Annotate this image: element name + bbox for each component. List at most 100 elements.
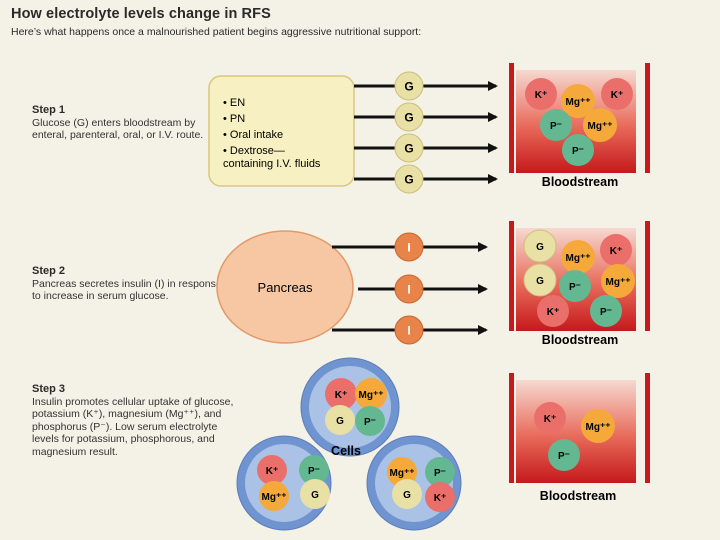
svg-text:P⁻: P⁻	[308, 466, 320, 477]
step-1-text: Step 1 Glucose (G) enters bloodstream by…	[32, 104, 232, 142]
potassium-ion: K⁺	[257, 455, 287, 485]
step-3-heading: Step 3	[32, 383, 66, 395]
phosphorus-ion: P⁻	[425, 457, 455, 487]
potassium-ion: K⁺	[325, 378, 357, 410]
svg-text:K⁺: K⁺	[611, 90, 624, 101]
svg-text:K⁺: K⁺	[266, 466, 279, 477]
page-title: How electrolyte levels change in RFS	[11, 6, 271, 22]
pancreas	[216, 230, 354, 344]
svg-text:G: G	[404, 80, 413, 94]
source-pn: • PN	[223, 113, 245, 125]
svg-text:G: G	[536, 242, 544, 253]
cell: K⁺ Mg⁺⁺ G P⁻	[300, 357, 400, 457]
svg-text:P⁻: P⁻	[434, 468, 446, 479]
svg-text:Mg⁺⁺: Mg⁺⁺	[390, 468, 415, 479]
step-1-heading: Step 1	[32, 104, 66, 116]
svg-text:I: I	[407, 283, 410, 297]
insulin-molecule: I	[394, 274, 424, 304]
magnesium-ion: Mg⁺⁺	[581, 409, 615, 443]
glucose-arrows	[354, 81, 498, 184]
potassium-ion: K⁺	[601, 78, 633, 110]
bloodstream-label: Bloodstream	[540, 489, 616, 503]
svg-text:G: G	[336, 416, 344, 427]
potassium-ion: K⁺	[534, 402, 566, 434]
bloodstream-label: Bloodstream	[542, 333, 618, 347]
insulin-molecule: I	[394, 315, 424, 345]
source-dextrose: • Dextrose—	[223, 145, 285, 157]
step-2-heading: Step 2	[32, 265, 66, 277]
magnesium-ion: Mg⁺⁺	[583, 108, 617, 142]
step-2-text: Step 2 Pancreas secretes insulin (I) in …	[32, 265, 232, 303]
potassium-ion: K⁺	[425, 482, 455, 512]
svg-text:G: G	[311, 490, 319, 501]
potassium-ion: K⁺	[525, 78, 557, 110]
svg-text:P⁻: P⁻	[364, 417, 376, 428]
svg-text:G: G	[404, 173, 413, 187]
svg-text:P⁻: P⁻	[572, 146, 584, 157]
svg-text:Mg⁺⁺: Mg⁺⁺	[359, 390, 384, 401]
glucose-molecule: G	[394, 133, 424, 163]
svg-text:Mg⁺⁺: Mg⁺⁺	[566, 253, 591, 264]
vessel-wall	[645, 373, 650, 483]
svg-text:G: G	[404, 142, 413, 156]
glucose-molecule: G	[523, 263, 557, 297]
step-2-body: Pancreas secretes insulin (I) in respons…	[32, 277, 222, 303]
phosphorus-ion: P⁻	[559, 270, 591, 302]
glucose-molecule: G	[394, 71, 424, 101]
svg-text:G: G	[536, 276, 544, 287]
nutrition-sources-box	[208, 75, 355, 187]
vessel-wall	[645, 221, 650, 331]
svg-text:G: G	[404, 111, 413, 125]
svg-text:I: I	[407, 241, 410, 255]
pancreas-label: Pancreas	[258, 280, 313, 295]
source-en: • EN	[223, 97, 245, 109]
phosphorus-ion: P⁻	[548, 439, 580, 471]
svg-text:I: I	[407, 324, 410, 338]
svg-text:K⁺: K⁺	[610, 246, 623, 257]
step-1-body: Glucose (G) enters bloodstream by entera…	[32, 116, 204, 142]
svg-text:P⁻: P⁻	[550, 121, 562, 132]
potassium-ion: K⁺	[537, 295, 569, 327]
glucose-molecule: G	[523, 229, 557, 263]
svg-text:P⁻: P⁻	[569, 282, 581, 293]
svg-text:Mg⁺⁺: Mg⁺⁺	[606, 277, 631, 288]
bloodstream-step-3: K⁺ Mg⁺⁺ P⁻ Bloodstream	[509, 373, 650, 503]
magnesium-ion: Mg⁺⁺	[561, 240, 595, 274]
bloodstream-step-1: K⁺ Mg⁺⁺ K⁺ P⁻ Mg⁺⁺ P⁻ Bloodstream	[509, 63, 650, 189]
svg-text:K⁺: K⁺	[434, 493, 447, 504]
svg-text:P⁻: P⁻	[600, 307, 612, 318]
svg-text:Mg⁺⁺: Mg⁺⁺	[566, 97, 591, 108]
svg-text:G: G	[403, 490, 411, 501]
phosphorus-ion: P⁻	[299, 455, 329, 485]
glucose-molecule: G	[394, 164, 424, 194]
svg-text:K⁺: K⁺	[335, 390, 348, 401]
phosphorus-ion: P⁻	[590, 295, 622, 327]
insulin-molecule: I	[394, 232, 424, 262]
svg-text:Mg⁺⁺: Mg⁺⁺	[586, 422, 611, 433]
magnesium-ion: Mg⁺⁺	[601, 264, 635, 298]
bloodstream-label: Bloodstream	[542, 175, 618, 189]
page-subtitle: Here’s what happens once a malnourished …	[11, 26, 422, 38]
step-3-body: Insulin promotes cellular uptake of gluc…	[32, 395, 234, 458]
vessel-wall	[509, 63, 514, 173]
glucose-molecule: G	[325, 405, 355, 435]
glucose-molecule: G	[394, 102, 424, 132]
cells-label: Cells	[331, 444, 361, 458]
svg-text:P⁻: P⁻	[558, 451, 570, 462]
svg-text:K⁺: K⁺	[547, 307, 560, 318]
source-dextrose-iv: containing I.V. fluids	[223, 158, 321, 170]
svg-text:Mg⁺⁺: Mg⁺⁺	[588, 121, 613, 132]
magnesium-ion: Mg⁺⁺	[355, 378, 387, 410]
glucose-molecule: G	[300, 479, 330, 509]
glucose-molecule: G	[392, 479, 422, 509]
phosphorus-ion: P⁻	[540, 109, 572, 141]
magnesium-ion: Mg⁺⁺	[259, 481, 289, 511]
potassium-ion: K⁺	[600, 234, 632, 266]
vessel-wall	[645, 63, 650, 173]
blood-fill	[516, 380, 636, 483]
vessel-wall	[509, 373, 514, 483]
svg-text:Mg⁺⁺: Mg⁺⁺	[262, 492, 287, 503]
cell: K⁺ P⁻ Mg⁺⁺ G	[236, 435, 332, 531]
svg-text:K⁺: K⁺	[535, 90, 548, 101]
